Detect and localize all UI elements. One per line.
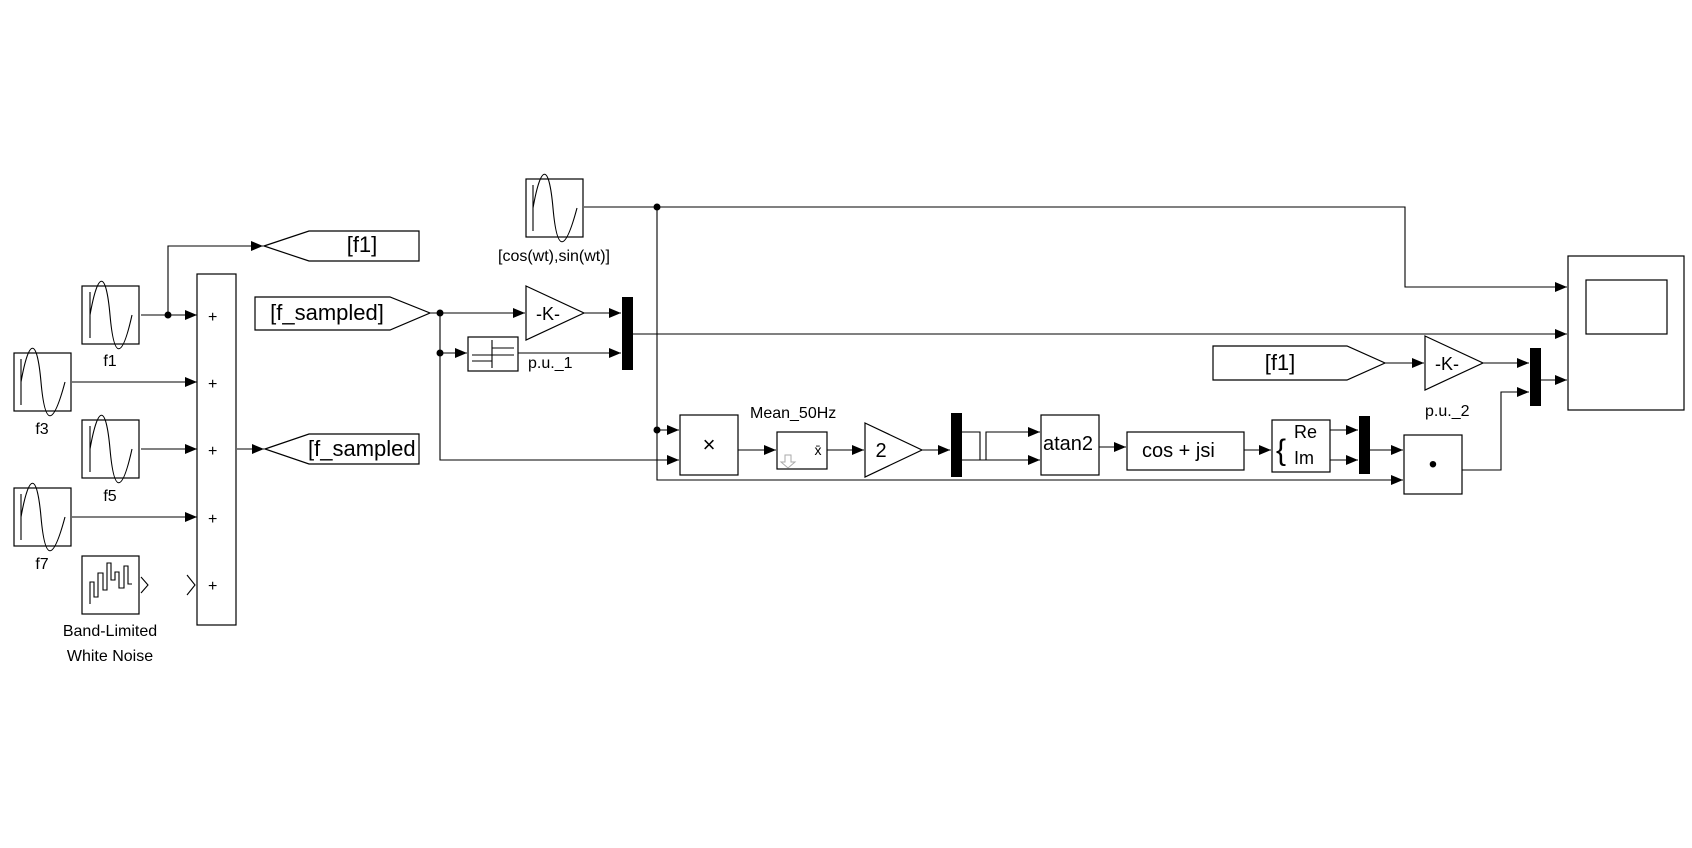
dot-product-block[interactable]: • bbox=[1403, 434, 1463, 495]
mean-label: Mean_50Hz bbox=[750, 405, 836, 422]
sum-sign-5: + bbox=[208, 578, 217, 595]
sum-sign-4: + bbox=[208, 511, 217, 528]
mux-1[interactable] bbox=[622, 297, 633, 370]
product-symbol: × bbox=[703, 432, 716, 457]
reference-label: [cos(wt),sin(wt)] bbox=[498, 248, 610, 265]
gain-1-label: -K- bbox=[536, 304, 560, 324]
sine-source-f3[interactable] bbox=[13, 347, 72, 417]
goto-f1-label: [f1] bbox=[347, 232, 378, 257]
sine-wave-icon bbox=[89, 280, 133, 350]
goto-f1-tag[interactable]: [f1] bbox=[262, 230, 420, 262]
sine-wave-icon bbox=[20, 482, 66, 552]
reference-sine-source[interactable] bbox=[525, 173, 584, 243]
cos-jsin-label: cos + jsi bbox=[1142, 440, 1215, 462]
noise-label-line1: Band-Limited bbox=[63, 623, 157, 640]
sum-sign-2: + bbox=[208, 376, 217, 393]
sine-wave-icon bbox=[89, 414, 133, 484]
brace-icon: { bbox=[1276, 434, 1286, 467]
goto-f-sampled-tag[interactable]: [f_sampled bbox=[263, 433, 420, 465]
gain-2k-label: -K- bbox=[1435, 354, 1459, 374]
sine-source-f1[interactable] bbox=[81, 280, 140, 350]
from-f-sampled-label: [f_sampled] bbox=[270, 300, 384, 325]
sine-wave-icon bbox=[20, 347, 66, 417]
re-label: Re bbox=[1294, 422, 1317, 442]
mux-4[interactable] bbox=[1530, 348, 1541, 406]
f7-label: f7 bbox=[35, 556, 48, 573]
gain-block-1[interactable]: -K- bbox=[525, 285, 586, 341]
wire-mux2-atan-1 bbox=[962, 432, 1040, 460]
gain-2-block[interactable]: 2 bbox=[864, 422, 924, 478]
dot-symbol: • bbox=[1429, 451, 1437, 478]
sine-source-f7[interactable] bbox=[13, 482, 72, 552]
complex-to-re-im-block[interactable]: { Re Im bbox=[1271, 419, 1331, 473]
sine-source-f5[interactable] bbox=[81, 414, 140, 484]
pu1-label: p.u._1 bbox=[528, 355, 573, 372]
wire-dot-mux4 bbox=[1462, 387, 1529, 471]
pu2-label: p.u._2 bbox=[1425, 403, 1470, 420]
wire-ref-scope bbox=[584, 206, 1567, 292]
sum-sign-3: + bbox=[208, 443, 217, 460]
filter-icon bbox=[472, 340, 514, 368]
wire-sampled-filter bbox=[439, 313, 467, 358]
gain-block-2[interactable]: -K- bbox=[1424, 335, 1485, 391]
f5-label: f5 bbox=[103, 488, 116, 505]
wire-sampled-product bbox=[439, 353, 679, 465]
sum-block[interactable]: + + + + + bbox=[186, 273, 237, 626]
atan2-label: atan2 bbox=[1043, 433, 1093, 455]
im-label: Im bbox=[1294, 448, 1314, 468]
from-f-sampled-tag[interactable]: [f_sampled] bbox=[254, 296, 432, 331]
mux-2[interactable] bbox=[951, 413, 962, 477]
wire-ref-branch bbox=[656, 207, 1403, 485]
goto-f-sampled-label: [f_sampled bbox=[308, 436, 416, 461]
filter-block-pu1[interactable] bbox=[467, 336, 519, 372]
scope-block[interactable] bbox=[1567, 255, 1685, 411]
wire-f1-goto bbox=[167, 241, 263, 315]
f3-label: f3 bbox=[35, 421, 48, 438]
mean-symbol: x̄ bbox=[815, 442, 822, 458]
noise-icon bbox=[89, 562, 132, 604]
product-block[interactable]: × bbox=[679, 414, 739, 476]
from-f1-label: [f1] bbox=[1265, 350, 1296, 375]
from-f1-tag[interactable]: [f1] bbox=[1212, 345, 1387, 381]
scope-screen-icon bbox=[1585, 279, 1668, 335]
atan2-block[interactable]: atan2 bbox=[1040, 414, 1100, 476]
f1-label: f1 bbox=[103, 353, 116, 370]
cos-jsin-block[interactable]: cos + jsi bbox=[1126, 431, 1245, 471]
band-limited-white-noise-block[interactable] bbox=[81, 555, 149, 615]
sum-sign-1: + bbox=[208, 309, 217, 326]
gain-2-label: 2 bbox=[875, 440, 886, 462]
mux-3[interactable] bbox=[1359, 416, 1370, 474]
mean-block[interactable]: x̄ bbox=[776, 431, 828, 470]
down-arrow-icon bbox=[779, 454, 797, 469]
noise-label-line2: White Noise bbox=[67, 648, 153, 665]
sine-wave-icon bbox=[532, 173, 578, 243]
